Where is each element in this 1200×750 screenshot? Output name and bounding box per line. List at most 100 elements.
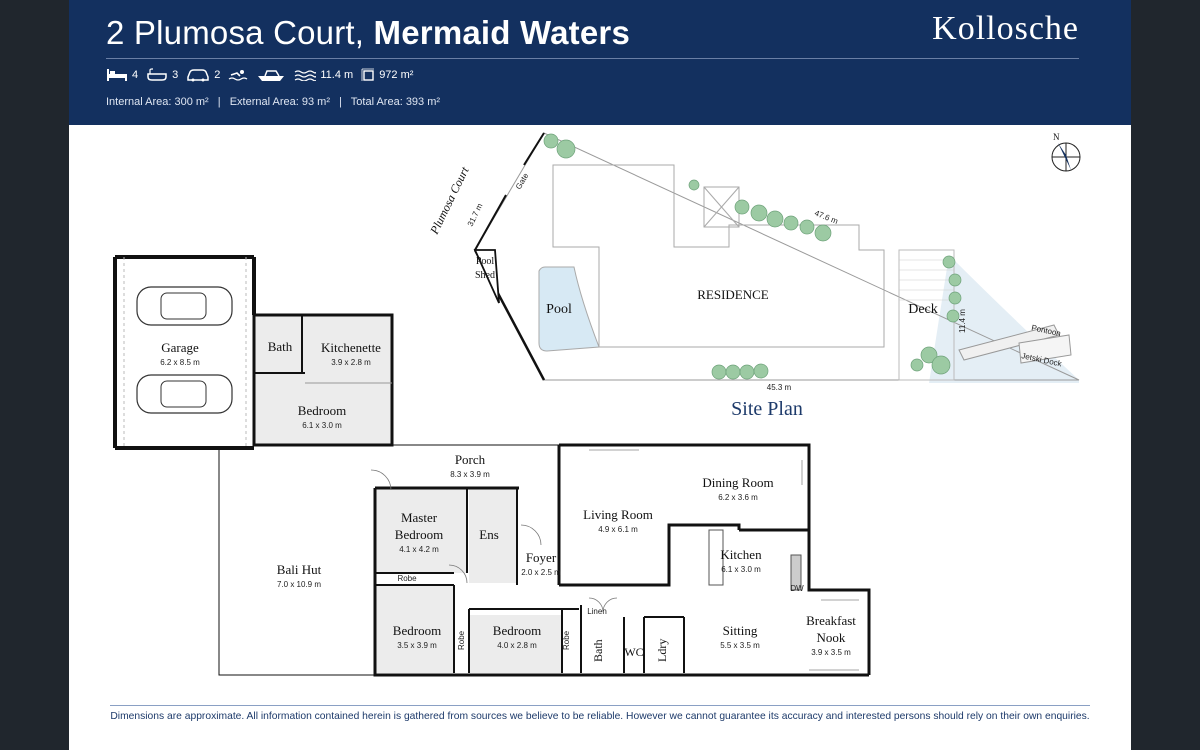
breakfast-nook-label: Nook	[817, 630, 846, 645]
disclaimer: Dimensions are approximate. All informat…	[110, 711, 1090, 722]
ensuite-label: Ens	[479, 527, 499, 542]
property-stats: 4 3 2 11.4 m 972 m²	[106, 68, 413, 82]
bedroom-mid-dim: 4.0 x 2.8 m	[497, 641, 537, 650]
wc-label: WC	[624, 645, 643, 659]
stat-water-frontage: 11.4 m	[294, 69, 353, 81]
floor-plan: Garage 6.2 x 8.5 m Bath Kitchenette 3.9 …	[113, 255, 871, 677]
external-area: External Area: 93 m²	[229, 96, 330, 108]
garage-label: Garage	[161, 340, 199, 355]
internal-area: Internal Area: 300 m²	[106, 96, 209, 108]
garden-trees	[543, 133, 962, 380]
kitchen-label: Kitchen	[720, 547, 762, 562]
bali-hut-label: Bali Hut	[277, 562, 322, 577]
bed-icon	[107, 69, 127, 81]
front-dimension: 31.7 m	[466, 202, 485, 228]
gate-label: Gate	[514, 171, 531, 191]
kitchen-island	[708, 529, 724, 586]
laundry-label: Ldry	[655, 639, 669, 662]
pergola-structure	[703, 186, 740, 228]
master-bedroom-label: Bedroom	[395, 527, 443, 542]
bath-top-label: Bath	[268, 339, 293, 354]
footer-divider	[110, 705, 1090, 706]
property-address: 2 Plumosa Court, Mermaid Waters	[106, 14, 631, 51]
breakfast-nook-label: Breakfast	[806, 613, 856, 628]
bedroom-left-dim: 3.5 x 3.9 m	[397, 641, 437, 650]
dishwasher-label: DW	[790, 584, 804, 593]
dining-room-dim: 6.2 x 3.6 m	[718, 493, 758, 502]
bathtub-icon	[147, 68, 167, 81]
living-room-label: Living Room	[583, 507, 653, 522]
bali-hut-dim: 7.0 x 10.9 m	[277, 580, 321, 589]
porch-dim: 8.3 x 3.9 m	[450, 470, 490, 479]
site-plan-title: Site Plan	[731, 398, 803, 420]
stat-land-area: 972 m²	[361, 68, 413, 82]
master-bedroom-dim: 4.1 x 4.2 m	[399, 545, 439, 554]
header-divider	[106, 58, 1079, 59]
living-room-dim: 4.9 x 6.1 m	[598, 525, 638, 534]
pool-shed-label: Pool	[476, 256, 495, 267]
robe-mid-label: Robe	[562, 630, 571, 650]
bedroom-mid-label: Bedroom	[493, 623, 541, 638]
water-icon	[295, 70, 317, 81]
residence-outline	[552, 164, 885, 348]
pool-shed-label: Shed	[475, 270, 495, 281]
lot-front-fence-upper	[523, 132, 545, 166]
compass-north: N	[1053, 132, 1060, 142]
car-icon	[187, 69, 209, 82]
robe-left-label: Robe	[457, 630, 466, 650]
kitchen-dim: 6.1 x 3.0 m	[721, 565, 761, 574]
garage-dim: 6.2 x 8.5 m	[160, 358, 200, 367]
car-top	[136, 286, 233, 326]
kitchenette-label: Kitchenette	[321, 340, 381, 355]
area-separator: |	[339, 96, 342, 108]
area-summary: Internal Area: 300 m² | External Area: 9…	[106, 96, 440, 108]
floor-fill	[254, 315, 562, 673]
stat-boat	[256, 68, 286, 82]
land-area-icon	[361, 68, 375, 81]
header-banner: 2 Plumosa Court, Mermaid Waters Kollosch…	[69, 0, 1131, 125]
residence-label: RESIDENCE	[697, 287, 769, 302]
side-top-dimension: 47.6 m	[813, 209, 839, 227]
sitting-dim: 5.5 x 3.5 m	[720, 641, 760, 650]
boat-icon	[258, 70, 285, 81]
bedroom-left-label: Bedroom	[393, 623, 441, 638]
stat-cars: 2	[186, 68, 220, 82]
bedroom-top-label: Bedroom	[298, 403, 346, 418]
kitchen-bench	[790, 554, 802, 591]
compass-icon: N	[1051, 132, 1081, 172]
foyer-dim: 2.0 x 2.5 m	[521, 568, 561, 577]
street-name: Plumosa Court	[427, 164, 472, 237]
side-bottom-dimension: 45.3 m	[767, 383, 792, 392]
brand-logo: Kollosche	[932, 10, 1079, 47]
swimmer-icon	[229, 70, 248, 81]
pool-shed	[473, 249, 500, 304]
pontoon	[958, 324, 1072, 364]
dining-room-label: Dining Room	[702, 475, 773, 490]
site-plan: Plumosa Court 31.7 m Gate Pool Shed Pool…	[427, 132, 1080, 420]
lot-front-fence	[474, 194, 507, 251]
linen-label: Linen	[587, 607, 607, 616]
robe-master-label: Robe	[397, 574, 417, 583]
foyer-label: Foyer	[526, 550, 557, 565]
stat-pool	[228, 68, 248, 82]
outdoor-lines	[218, 444, 559, 676]
door-swings	[370, 469, 618, 613]
sitting-label: Sitting	[723, 623, 758, 638]
car-bottom	[136, 374, 233, 414]
bath-lower-label: Bath	[591, 639, 605, 662]
breakfast-nook-dim: 3.9 x 3.5 m	[811, 648, 851, 657]
floor-and-site-plan: Plumosa Court 31.7 m Gate Pool Shed Pool…	[113, 132, 1081, 677]
sliding-doors	[589, 449, 859, 671]
kitchenette-dim: 3.9 x 2.8 m	[331, 358, 371, 367]
pool-label: Pool	[546, 302, 572, 317]
garage	[113, 255, 256, 450]
porch-label: Porch	[455, 452, 486, 467]
pool	[538, 266, 600, 352]
stat-bathrooms: 3	[146, 68, 178, 82]
bedroom-top-dim: 6.1 x 3.0 m	[302, 421, 342, 430]
water-frontage-dimension: 11.4 m	[958, 309, 967, 333]
total-area: Total Area: 393 m²	[350, 96, 441, 108]
master-bedroom-label: Master	[401, 510, 438, 525]
main-house-walls	[373, 443, 871, 677]
area-separator: |	[217, 96, 221, 108]
